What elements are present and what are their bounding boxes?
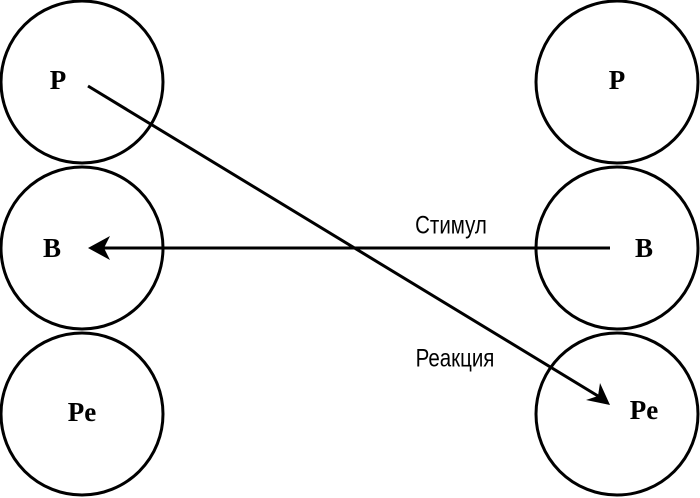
stimulus-arrow: [88, 236, 610, 260]
reaction-arrowhead: [586, 383, 610, 405]
left-parent-circle: [0, 0, 165, 165]
right-child-label: Pe: [630, 395, 658, 425]
left-child-label: Pe: [68, 397, 96, 427]
reaction-arrow: [87, 84, 610, 405]
left-child-circle: [0, 331, 165, 497]
right-labels: P B Pe: [609, 65, 659, 425]
right-child-circle: [534, 331, 700, 497]
right-adult-label: B: [635, 233, 653, 263]
edge-labels: Стимул Реакция: [415, 211, 494, 372]
right-parent-circle: [534, 0, 700, 165]
reaction-label: Реакция: [416, 344, 495, 372]
right-parent-label: P: [609, 65, 626, 95]
right-column: [534, 0, 700, 497]
left-adult-label: B: [43, 233, 61, 263]
left-parent-label: P: [50, 65, 67, 95]
left-labels: P B Pe: [43, 65, 96, 427]
reaction-line: [87, 84, 599, 398]
stimulus-label: Стимул: [415, 211, 487, 239]
stimulus-arrowhead: [88, 236, 110, 260]
